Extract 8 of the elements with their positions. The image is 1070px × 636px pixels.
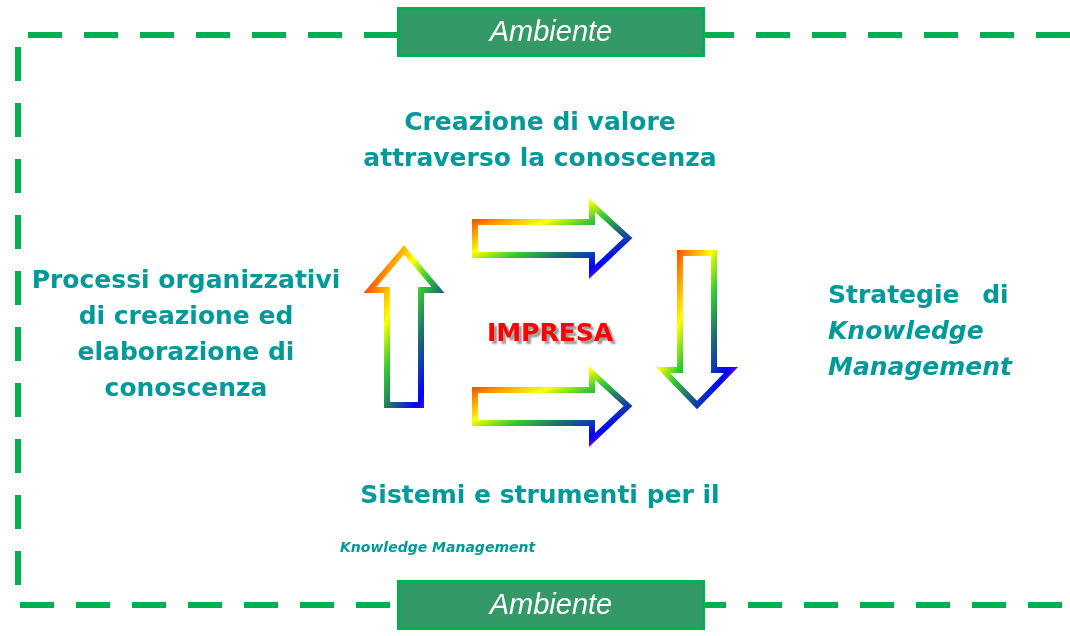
side-text: Processi organizzativi di creazione ed elaborazione di conoscenza: [30, 264, 342, 404]
side-text: Strategie di Knowledge Management: [828, 279, 1014, 383]
environment-box: Ambiente: [397, 7, 705, 57]
heading-text: Creazione di valore attraverso la conoscenza: [362, 106, 718, 174]
environment-box: Ambiente: [397, 580, 705, 630]
bottom-text: Sistemi e strumenti per il: [359, 479, 721, 511]
note-text: Knowledge Management: [340, 538, 537, 557]
center-text: IMPRESA: [485, 317, 615, 349]
